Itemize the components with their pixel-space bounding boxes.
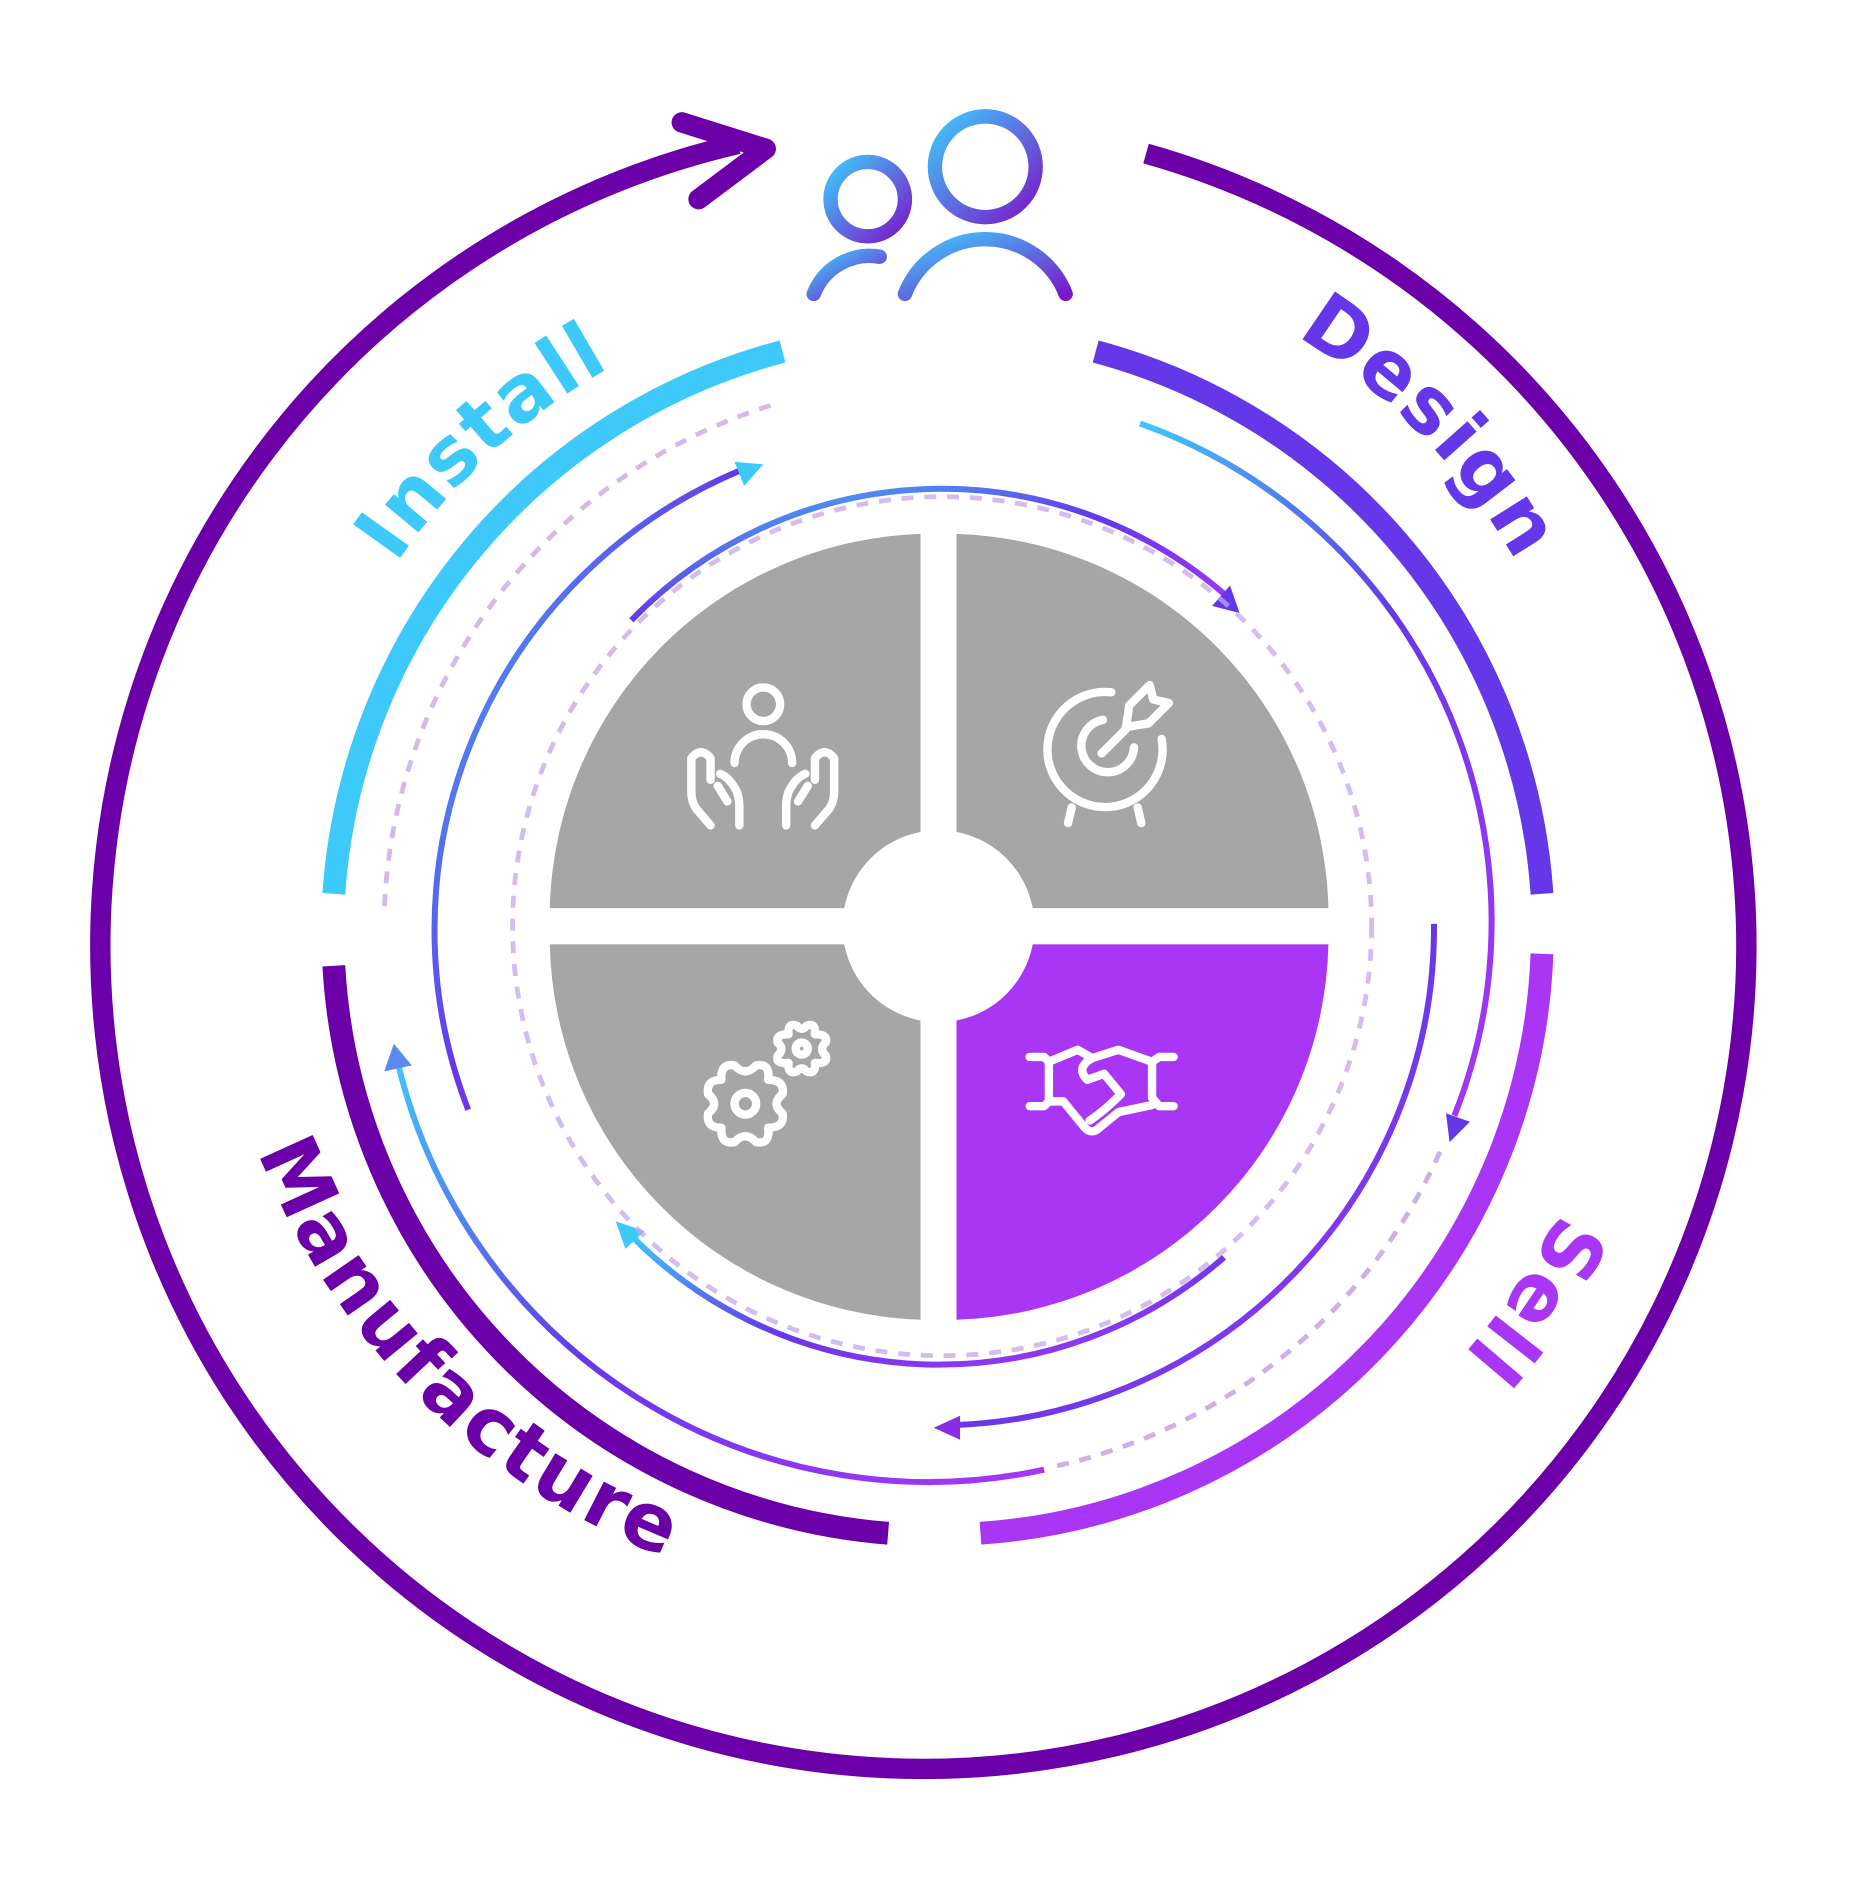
stage-label-design: Design [1286,275,1580,574]
stage-arc-sell [979,953,1554,1545]
stage-arc-design [1092,340,1554,895]
outer-cycle-ring [90,134,1757,1780]
dashed-ring [510,494,1375,1359]
stage-arc-install [322,340,786,895]
users-icon [806,109,1073,302]
quadrant-bottom-right [956,944,1329,1320]
hands-person-icon [687,683,839,830]
stage-arc-manufacture [322,965,890,1545]
handshake-icon [1025,1045,1178,1136]
target-icon [1043,680,1174,828]
arrowheads [384,461,1470,1440]
gears-icon [703,1020,831,1147]
quadrant-top-left [549,533,921,909]
quadrant-bottom-left [549,944,921,1320]
quadrants [542,527,1335,1326]
dashed-ring-outer [381,403,772,912]
dashed-ring-outer-lower [1055,1150,1443,1469]
middle-arrow-ring [393,420,1495,1485]
outer-ring-arrowhead [671,112,776,210]
